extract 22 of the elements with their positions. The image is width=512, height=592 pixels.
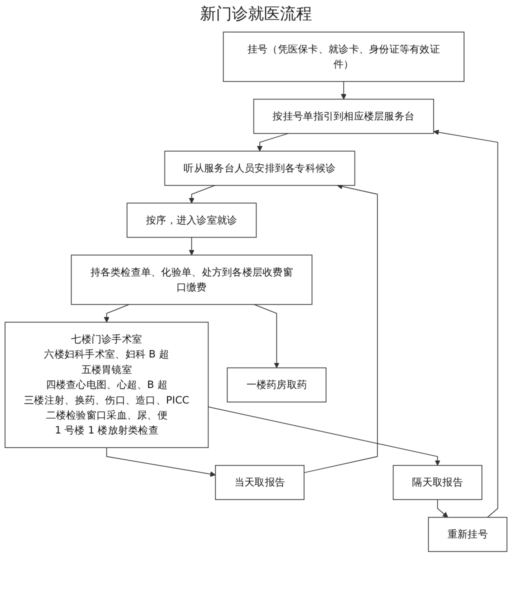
- arrow: [188, 185, 216, 204]
- node-box: 持各类检查单、化验单、处方到各楼层收费窗口缴费: [70, 254, 312, 305]
- arrow: [188, 236, 194, 256]
- node-box: 按挂号单指引到相应楼层服务台: [253, 98, 434, 134]
- node-box: 挂号（凭医保卡、就诊卡、身份证等有效证件）: [222, 32, 464, 82]
- diagram-title: 新门诊就医流程: [199, 4, 313, 25]
- node-box: 当天取报告: [215, 465, 304, 500]
- arrow: [106, 447, 216, 477]
- node-box: 七楼门诊手术室 六楼妇科手术室、妇科 B 超 五楼胃镜室 四楼查心电图、心超、B 超 三楼注射、换药、伤口、造口、PICC 二楼检验窗口采血、尿、便 1 号楼 1 楼放射类检查: [4, 322, 209, 448]
- arrow: [340, 81, 346, 100]
- arrow: [104, 304, 130, 322]
- arrow: [254, 304, 280, 368]
- arrow: [433, 130, 498, 518]
- node-box: 一楼药房取药: [226, 367, 326, 402]
- node-box: 隔天取报告: [392, 465, 482, 500]
- node-box: 重新挂号: [428, 516, 508, 552]
- node-box: 听从服务台人员安排到各专科候诊: [164, 150, 356, 186]
- arrow: [256, 133, 289, 152]
- arrow: [208, 406, 440, 466]
- arrow: [304, 184, 378, 474]
- arrow: [437, 499, 448, 518]
- node-box: 按序，进入诊室就诊: [126, 202, 257, 238]
